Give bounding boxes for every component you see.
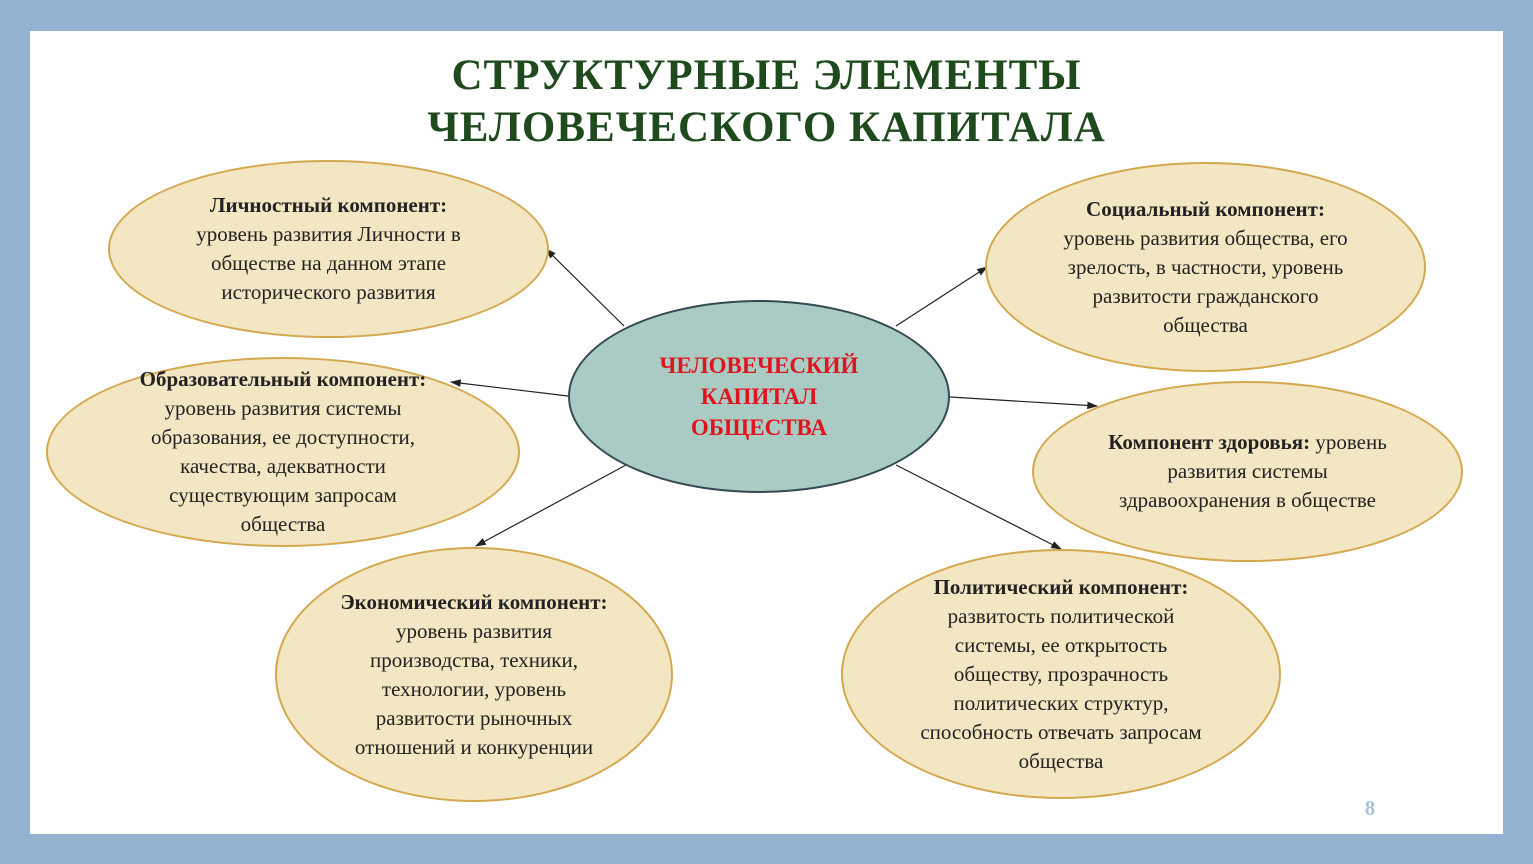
node-personal-text: уровень развития Личности в обществе на … bbox=[196, 222, 461, 304]
central-node-human-capital: ЧЕЛОВЕЧЕСКИЙ КАПИТАЛ ОБЩЕСТВА bbox=[568, 300, 950, 493]
node-social-component: Социальный компонент: уровень развития о… bbox=[985, 162, 1426, 372]
node-social-text: уровень развития общества, его зрелость,… bbox=[1063, 225, 1348, 337]
node-health-label: Компонент здоровья: bbox=[1108, 430, 1316, 454]
arrow-to-personal bbox=[545, 248, 625, 327]
node-political-label: Политический компонент: bbox=[933, 574, 1189, 599]
node-personal-label: Личностный компонент: bbox=[209, 193, 448, 217]
node-educational-text: уровень развития системы образования, ее… bbox=[150, 396, 416, 536]
arrow-to-health bbox=[949, 396, 1099, 410]
arrow-to-political bbox=[895, 464, 1062, 550]
node-health-text: уровень развития системы здравоохранения… bbox=[1119, 430, 1387, 512]
node-economic-component: Экономический компонент: уровень развити… bbox=[275, 547, 673, 802]
arrow-to-educational bbox=[449, 379, 569, 397]
node-social-label: Социальный компонент: bbox=[1086, 196, 1325, 221]
arrow-to-economic bbox=[475, 464, 627, 547]
node-political-component: Политический компонент: развитость полит… bbox=[841, 549, 1281, 799]
node-health-component: Компонент здоровья: уровень развития сис… bbox=[1032, 381, 1463, 562]
node-economic-label: Экономический компонент: bbox=[340, 589, 608, 614]
node-political-text: развитость политической системы, ее откр… bbox=[920, 603, 1202, 773]
page-number: 8 bbox=[1364, 796, 1376, 820]
arrow-to-social bbox=[895, 266, 988, 327]
node-educational-component: Образовательный компонент: уровень разви… bbox=[46, 357, 520, 547]
slide-title: СТРУКТУРНЫЕ ЭЛЕМЕНТЫ ЧЕЛОВЕЧЕСКОГО КАПИТ… bbox=[0, 50, 1533, 154]
center-line-3: ОБЩЕСТВА bbox=[690, 415, 828, 440]
title-line-2: ЧЕЛОВЕЧЕСКОГО КАПИТАЛА bbox=[427, 104, 1106, 151]
center-line-1: ЧЕЛОВЕЧЕСКИЙ bbox=[659, 353, 859, 378]
node-educational-label: Образовательный компонент: bbox=[139, 367, 427, 391]
center-line-2: КАПИТАЛ bbox=[700, 384, 818, 409]
title-line-1: СТРУКТУРНЫЕ ЭЛЕМЕНТЫ bbox=[451, 52, 1082, 99]
node-personal-component: Личностный компонент: уровень развития Л… bbox=[108, 160, 549, 338]
node-economic-text: уровень развития производства, техники, … bbox=[354, 618, 594, 759]
